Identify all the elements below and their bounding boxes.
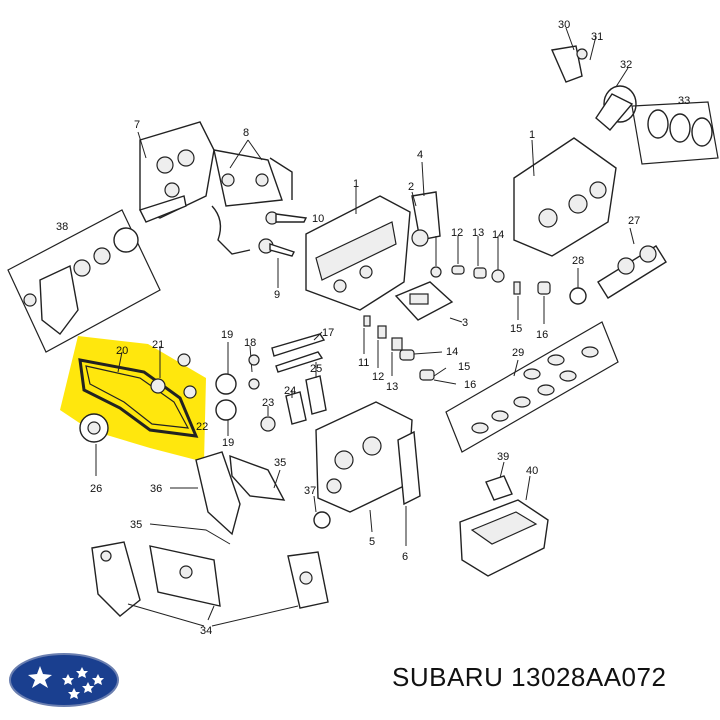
label-19a: 19 — [221, 329, 233, 341]
label-39: 39 — [497, 451, 509, 463]
label-8: 8 — [243, 127, 249, 139]
label-38: 38 — [56, 221, 68, 233]
front-cover-box — [7, 209, 161, 353]
label-22: 22 — [196, 421, 208, 433]
timing-cover-right — [287, 551, 329, 609]
label-18: 18 — [244, 337, 256, 349]
oil-pan — [459, 499, 549, 577]
label-4: 4 — [417, 149, 423, 161]
oil-seal — [313, 511, 331, 529]
label-35a: 35 — [274, 457, 286, 469]
fittings-top-row — [430, 265, 505, 283]
label-40: 40 — [526, 465, 538, 477]
label-13b: 13 — [386, 381, 398, 393]
star-small-5 — [92, 674, 104, 685]
crankshaft — [597, 245, 667, 299]
cylinder-head-left — [139, 121, 215, 219]
label-31: 31 — [591, 31, 603, 43]
rocker-arm — [258, 211, 308, 257]
label-5: 5 — [369, 536, 375, 548]
oil-line — [211, 205, 251, 255]
star-small-4 — [68, 688, 80, 699]
valve-set — [363, 315, 435, 381]
label-27: 27 — [628, 215, 640, 227]
exploded-parts-diagram: 1 1 2 3 4 5 6 7 8 9 10 11 12 12 13 13 14… — [7, 19, 719, 637]
star-small-1 — [62, 674, 74, 685]
engine-block-center — [305, 195, 411, 311]
label-34: 34 — [200, 625, 212, 637]
label-19b: 19 — [222, 437, 234, 449]
label-15b: 15 — [458, 361, 470, 373]
timing-belt — [78, 358, 199, 438]
bolt-15 — [513, 281, 521, 295]
head-gasket-set — [213, 149, 283, 207]
label-15a: 15 — [510, 323, 522, 335]
tensioner — [260, 375, 327, 432]
timing-cover-left — [91, 541, 141, 617]
label-36: 36 — [150, 483, 162, 495]
gasket-strip — [139, 195, 187, 223]
star-small-2 — [76, 667, 88, 678]
label-24: 24 — [284, 385, 296, 397]
label-14b: 14 — [446, 346, 458, 358]
camshaft — [271, 333, 326, 373]
label-12b: 12 — [372, 371, 384, 383]
piston — [595, 85, 637, 131]
cylinder-block-lower — [315, 401, 413, 513]
star-small-3 — [82, 682, 94, 693]
intake-bracket — [394, 281, 454, 321]
timing-cover-small — [411, 191, 441, 247]
label-29: 29 — [512, 347, 524, 359]
piston-rings-box — [631, 101, 719, 165]
bushing-16 — [537, 281, 551, 295]
label-14a: 14 — [492, 229, 504, 241]
label-6: 6 — [402, 551, 408, 563]
label-21: 21 — [152, 339, 164, 351]
oil-line-right — [269, 157, 293, 200]
part-number-caption: SUBARU 13028AA072 — [392, 662, 667, 692]
bearing-shells-box — [445, 321, 619, 453]
label-1a: 1 — [353, 178, 359, 190]
label-17: 17 — [322, 327, 334, 339]
label-26: 26 — [90, 483, 102, 495]
label-7: 7 — [134, 119, 140, 131]
label-3: 3 — [462, 317, 468, 329]
label-30: 30 — [558, 19, 570, 31]
crank-pulley — [79, 413, 109, 443]
timing-cover-inner — [195, 451, 241, 536]
label-2: 2 — [408, 181, 414, 193]
label-32: 32 — [620, 59, 632, 71]
oil-strainer — [485, 475, 513, 501]
label-16b: 16 — [464, 379, 476, 391]
rear-cover — [397, 430, 421, 506]
label-13a: 13 — [472, 227, 484, 239]
label-33: 33 — [678, 95, 690, 107]
footer: SUBARU 13028AA072 — [0, 640, 720, 720]
label-25: 25 — [310, 363, 322, 375]
label-9: 9 — [274, 289, 280, 301]
star-large — [28, 666, 52, 688]
label-23: 23 — [262, 397, 274, 409]
timing-cover-center — [149, 545, 221, 607]
label-16a: 16 — [536, 329, 548, 341]
connecting-rod — [550, 45, 588, 83]
label-12a: 12 — [451, 227, 463, 239]
cam-sprockets — [215, 373, 237, 421]
label-10: 10 — [312, 213, 324, 225]
engine-block-right — [513, 137, 617, 257]
label-28: 28 — [572, 255, 584, 267]
timing-cover-gasket — [229, 454, 286, 501]
crank-sprocket — [569, 287, 587, 305]
label-11: 11 — [358, 357, 369, 369]
label-1b: 1 — [529, 129, 535, 141]
subaru-logo — [9, 653, 119, 707]
label-20: 20 — [116, 345, 128, 357]
label-37: 37 — [304, 485, 316, 497]
label-35b: 35 — [130, 519, 142, 531]
